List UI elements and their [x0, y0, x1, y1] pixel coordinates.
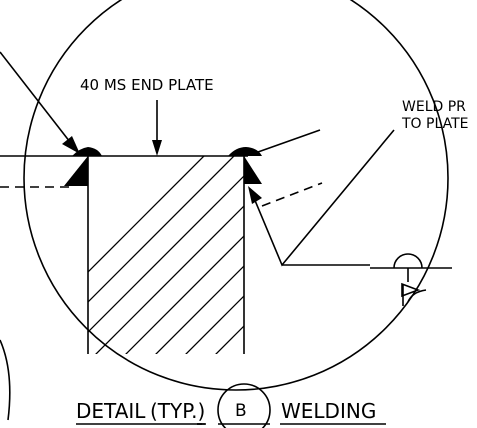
weld-note-line1: WELD PR: [402, 99, 466, 115]
left-weld: [64, 147, 102, 186]
weld-note-leader: [253, 129, 395, 267]
weld-symbol: [282, 253, 452, 306]
right-hidden-line: [261, 182, 323, 207]
end-plate-label: 40 MS END PLATE: [80, 76, 214, 94]
adjacent-detail-arc: [0, 339, 11, 421]
detail-bubble: [217, 383, 271, 428]
weld-note-line2: TO PLATE: [401, 116, 468, 132]
detail-circle: [23, 0, 449, 391]
title-suffix: WELDING: [281, 399, 376, 423]
left-weld-leader: [0, 51, 71, 143]
end-plate-arrowhead: [152, 140, 162, 156]
right-member-edge: [257, 129, 321, 153]
title-prefix: DETAIL: [76, 399, 146, 423]
left-weld-arrowhead: [62, 136, 80, 154]
detail-id: B: [235, 401, 247, 421]
section-hatching: [88, 156, 244, 354]
right-weld: [228, 147, 262, 184]
end-plate-section: [87, 156, 245, 354]
title-type-note: (TYP.): [150, 399, 205, 423]
weld-note-arrowhead: [248, 186, 262, 204]
